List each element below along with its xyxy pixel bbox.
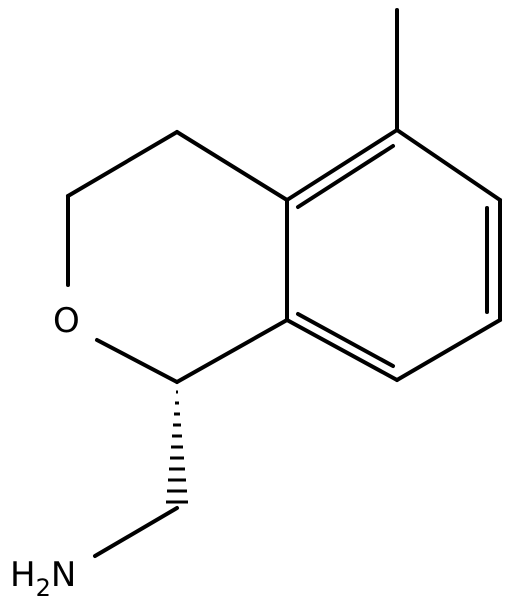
bond-ch2-n xyxy=(93,506,179,558)
ring-bond-c4a-c5-inner xyxy=(296,144,395,209)
ring-bond-c8-c8a xyxy=(285,318,399,382)
oxygen-symbol: O xyxy=(53,301,80,341)
bond-c4a-c4 xyxy=(175,130,289,202)
bond-o2-c1 xyxy=(95,338,179,384)
amine-group-label: H2N xyxy=(10,555,77,600)
ring-bond-c4a-c5 xyxy=(285,128,399,202)
ring-bond-c8-c8a-inner xyxy=(296,312,395,368)
stereo-hashed-wedge xyxy=(166,390,188,504)
bond-c1-c8a xyxy=(175,318,289,384)
amine-nitrogen-symbol: N xyxy=(50,555,77,595)
ring-bond-c5-c6 xyxy=(395,128,502,202)
amine-hydrogen-symbol: H xyxy=(10,555,36,595)
ring-bond-c7-c8 xyxy=(395,318,502,382)
bond-c4-c3 xyxy=(66,130,179,198)
oxygen-atom-label: O xyxy=(53,304,80,338)
amine-hydrogen-count: 2 xyxy=(35,574,51,602)
